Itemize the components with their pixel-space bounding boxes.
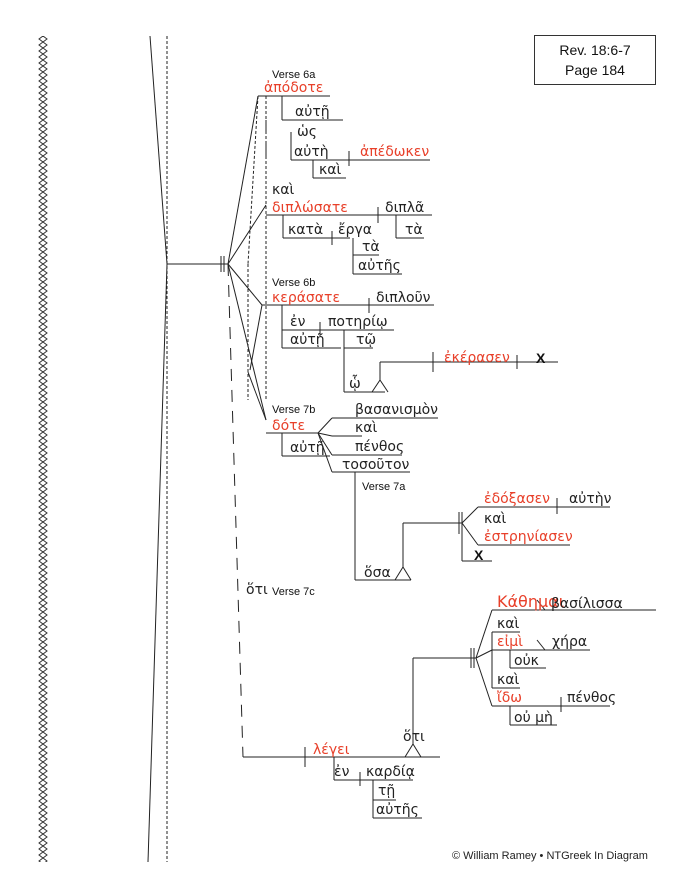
omitted-marker: X (536, 350, 546, 366)
word-kardia: καρδίᾳ (366, 764, 415, 780)
verse-label-6a: Verse 6a (272, 69, 316, 81)
word-ta: τὰ (405, 222, 423, 238)
word-poterio: ποτηρίῳ (328, 314, 388, 330)
word-kai: καὶ (497, 616, 520, 632)
word-kata: κατὰ (288, 222, 324, 238)
word-apedoken: ἀπέδωκεν (360, 144, 430, 160)
word-te: τῇ (378, 783, 396, 799)
word-auten: αὐτὴν (569, 491, 612, 507)
copyright-credit: © William Ramey • NTGreek In Diagram (452, 850, 648, 862)
word-en: ἐν (334, 764, 350, 780)
word-estreniasen: ἐστρηνίασεν (484, 529, 573, 545)
word-kai: καὶ (355, 420, 378, 436)
word-tosouton: τοσοῦτον (342, 457, 410, 473)
word-kai: καὶ (319, 162, 342, 178)
word-kai: καὶ (272, 182, 295, 198)
word-hoti: ὅτι (246, 582, 268, 598)
word-dote: δότε (272, 418, 306, 434)
word-autes: αὐτῆς (358, 258, 401, 274)
word-hosa: ὅσα (364, 565, 391, 581)
word-autes: αὐτῆς (376, 802, 419, 818)
word-diplosate: διπλώσατε (272, 200, 348, 216)
word-kai: καὶ (484, 511, 507, 527)
word-ouk: οὐκ (514, 653, 539, 669)
word-dipla: διπλᾶ (385, 200, 425, 216)
verse-label-7a: Verse 7a (362, 481, 406, 493)
word-ido: ἴδω (497, 690, 523, 706)
word-aute: αὐτῇ (290, 440, 325, 456)
word-edoxasen: ἐδόξασεν (484, 491, 550, 507)
reference-box: Rev. 18:6-7 Page 184 (534, 35, 656, 85)
word-aute: αὐτὴ (294, 144, 329, 160)
word-aute: αὐτῇ (290, 332, 325, 348)
word-ekerasen: ἐκέρασεν (444, 350, 510, 366)
word-kai: καὶ (497, 672, 520, 688)
decorative-border-stripe (38, 36, 48, 862)
verse-label-6b: Verse 6b (272, 277, 316, 289)
word-erga: ἔργα (338, 222, 372, 238)
word-aute: αὐτῇ (295, 104, 330, 120)
word-hoti: ὅτι (403, 729, 425, 745)
word-hos: ὡς (297, 124, 317, 140)
omitted-marker: X (474, 547, 484, 563)
word-apodote: ἀπόδοτε (264, 80, 324, 96)
word-basanismon: βασανισμὸν (355, 402, 438, 418)
word-penthos: πένθος (567, 690, 617, 706)
verse-label-7c: Verse 7c (272, 586, 315, 598)
word-eimi: εἰμὶ (497, 634, 523, 650)
page-number: Page 184 (565, 62, 625, 78)
word-ta: τὰ (362, 239, 380, 255)
word-kathemai: Κάθημαι (497, 592, 565, 611)
word-basilissa: βασίλισσα (551, 596, 623, 612)
reference-line: Rev. 18:6-7 (559, 42, 631, 58)
word-penthos: πένθος (355, 439, 405, 455)
word-to: τῷ (356, 332, 377, 348)
verse-label-7b: Verse 7b (272, 404, 316, 416)
word-kerasate: κεράσατε (272, 290, 341, 306)
word-ou-me: οὐ μὴ (514, 710, 553, 726)
word-legei: λέγει (313, 742, 350, 758)
word-ho: ᾧ (349, 376, 361, 392)
word-en: ἐν (290, 314, 306, 330)
word-diploun: διπλοῦν (376, 290, 431, 306)
word-chera: χήρα (552, 634, 588, 650)
